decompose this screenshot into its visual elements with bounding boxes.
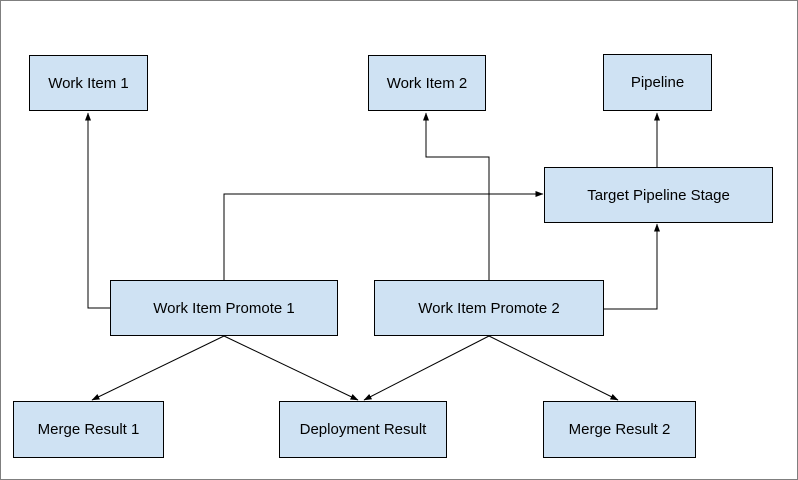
node-work-item-1: Work Item 1 [29,55,148,111]
node-label: Pipeline [630,74,685,91]
edge-work-item-promote-1-to-merge-result-1 [91,335,225,401]
node-label: Deployment Result [299,421,427,438]
node-label: Merge Result 1 [37,421,140,438]
edge-work-item-promote-2-to-work-item-2 [423,112,490,280]
node-label: Merge Result 2 [568,421,671,438]
edge-work-item-promote-2-to-merge-result-2 [488,335,619,401]
node-label: Work Item 1 [48,74,129,92]
node-work-item-2: Work Item 2 [368,55,486,111]
edge-work-item-promote-1-to-deployment-result [223,335,359,401]
node-target-pipeline-stage: Target Pipeline Stage [544,167,773,223]
node-label: Work Item 2 [386,74,468,92]
edge-work-item-promote-2-to-deployment-result [363,335,490,401]
node-merge-result-2: Merge Result 2 [543,401,696,458]
edge-work-item-promote-1-to-work-item-1 [85,112,110,309]
edge-work-item-promote-1-to-target-pipeline-stage [223,191,544,280]
node-label: Work Item Promote 2 [418,299,560,317]
node-pipeline: Pipeline [603,54,712,111]
node-deployment-result: Deployment Result [279,401,447,458]
node-work-item-promote-2: Work Item Promote 2 [374,280,604,336]
node-work-item-promote-1: Work Item Promote 1 [110,280,338,336]
edge-work-item-promote-2-to-target-pipeline-stage [604,223,660,310]
node-merge-result-1: Merge Result 1 [13,401,164,458]
node-label: Target Pipeline Stage [587,186,730,204]
node-label: Work Item Promote 1 [153,299,295,317]
